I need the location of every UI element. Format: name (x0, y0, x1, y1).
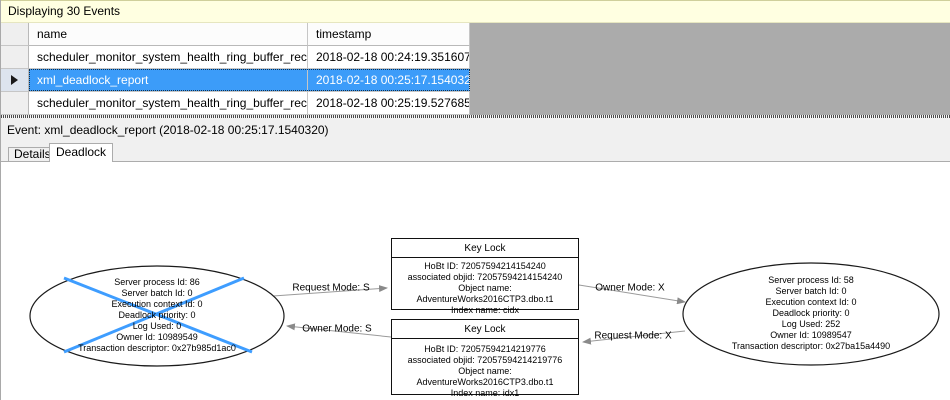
tab-details[interactable]: Details (8, 147, 57, 161)
cell-name[interactable]: xml_deadlock_report (29, 69, 308, 92)
process-node[interactable]: Server process Id: 58 Server batch Id: 0… (731, 275, 891, 351)
table-row[interactable]: scheduler_monitor_system_health_ring_buf… (1, 92, 470, 115)
tab-deadlock[interactable]: Deadlock (49, 143, 114, 162)
table-row[interactable]: scheduler_monitor_system_health_ring_buf… (1, 46, 470, 69)
grid-header-row: name timestamp (1, 23, 470, 46)
events-count-bar: Displaying 30 Events (1, 0, 950, 23)
events-grid-region: name timestamp scheduler_monitor_system_… (1, 23, 950, 115)
cell-timestamp[interactable]: 2018-02-18 00:25:19.5276859 (308, 92, 470, 115)
edge-label-request-s: Request Mode: S (292, 282, 370, 294)
edge-label-owner-s: Owner Mode: S (302, 323, 372, 335)
event-caption-label: Event: xml_deadlock_report (2018-02-18 0… (7, 123, 329, 137)
event-caption-bar: Event: xml_deadlock_report (2018-02-18 0… (1, 118, 950, 142)
grid-corner-cell[interactable] (1, 23, 29, 46)
cell-name[interactable]: scheduler_monitor_system_health_ring_buf… (29, 46, 308, 69)
column-header-name[interactable]: name (29, 23, 308, 46)
process-node-victim[interactable]: Server process Id: 86 Server batch Id: 0… (78, 277, 236, 353)
events-count-label: Displaying 30 Events (8, 4, 121, 18)
events-grid: name timestamp scheduler_monitor_system_… (1, 23, 470, 115)
row-selector-cell[interactable] (1, 69, 29, 92)
cell-timestamp[interactable]: 2018-02-18 00:25:17.1540320 (308, 69, 470, 92)
table-row-selected[interactable]: xml_deadlock_report 2018-02-18 00:25:17.… (1, 69, 470, 92)
edge-label-request-x: Request Mode: X (594, 330, 672, 342)
detail-tabstrip: Details Deadlock (1, 142, 950, 162)
row-selector-cell[interactable] (1, 46, 29, 69)
edge-label-owner-x: Owner Mode: X (595, 282, 665, 294)
cell-timestamp[interactable]: 2018-02-18 00:24:19.3516078 (308, 46, 470, 69)
resource-title: Key Lock (392, 320, 578, 339)
grid-detail-splitter[interactable] (1, 115, 950, 118)
selected-row-marker-icon (11, 75, 18, 85)
column-header-timestamp[interactable]: timestamp (308, 23, 470, 46)
resource-node-keylock-bottom[interactable]: Key Lock HoBt ID: 72057594214219776 asso… (391, 319, 579, 398)
cell-name[interactable]: scheduler_monitor_system_health_ring_buf… (29, 92, 308, 115)
resource-title: Key Lock (392, 239, 578, 258)
resource-node-keylock-top[interactable]: Key Lock HoBt ID: 72057594214154240 asso… (391, 238, 579, 315)
row-selector-cell[interactable] (1, 92, 29, 115)
